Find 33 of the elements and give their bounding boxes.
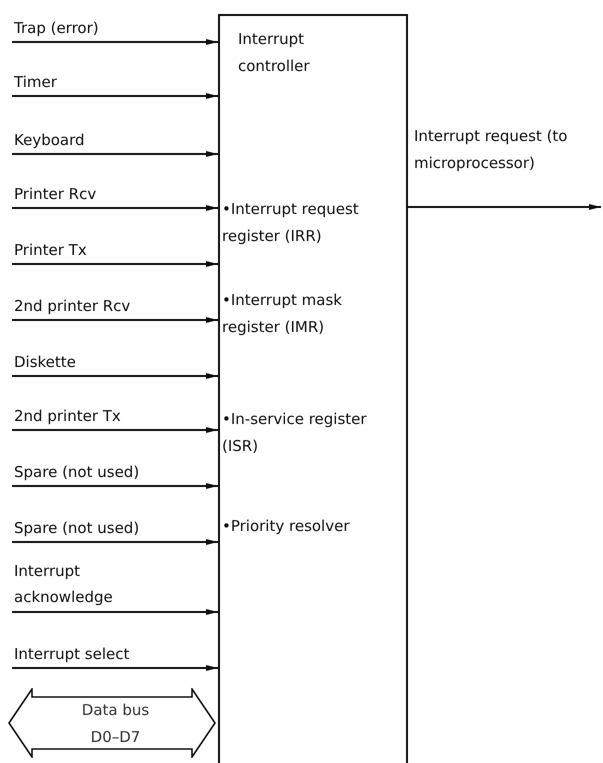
signal-label: Spare (not used) bbox=[14, 518, 140, 539]
signal-label: Printer Rcv bbox=[14, 184, 98, 205]
register-item: •Priority resolver bbox=[222, 516, 350, 537]
controller-box bbox=[218, 14, 408, 763]
signal-label: Trap (error) bbox=[14, 18, 100, 39]
signal-label: 2nd printer Rcv bbox=[14, 296, 132, 317]
arrow bbox=[12, 205, 218, 211]
arrow bbox=[12, 93, 218, 99]
arrow bbox=[408, 204, 601, 210]
controller-title: Interrupt controller bbox=[238, 29, 311, 77]
arrow bbox=[12, 609, 218, 615]
signal-label: 2nd printer Tx bbox=[14, 406, 122, 427]
data-bus-arrow bbox=[8, 688, 216, 758]
arrow bbox=[12, 151, 218, 157]
arrow bbox=[12, 317, 218, 323]
arrow bbox=[12, 483, 218, 489]
signal-label: Timer bbox=[14, 72, 58, 93]
arrow bbox=[12, 427, 218, 433]
signal-label: Spare (not used) bbox=[14, 462, 140, 483]
register-item: •Interrupt mask register (IMR) bbox=[222, 290, 343, 338]
arrow bbox=[12, 539, 218, 545]
signal-label: Diskette bbox=[14, 352, 77, 373]
signal-label: Interrupt acknowledge bbox=[14, 561, 114, 608]
signal-label: Keyboard bbox=[14, 130, 86, 151]
arrow bbox=[12, 39, 218, 45]
arrow bbox=[12, 665, 218, 671]
arrow bbox=[12, 373, 218, 379]
signal-label: Interrupt select bbox=[14, 644, 130, 665]
bus-label: Data bus D0–D7 bbox=[80, 700, 150, 748]
register-item: •Interrupt request register (IRR) bbox=[222, 199, 360, 247]
signal-label: Printer Tx bbox=[14, 240, 88, 261]
register-item: •In-service register (ISR) bbox=[222, 409, 368, 457]
arrow bbox=[12, 261, 218, 267]
